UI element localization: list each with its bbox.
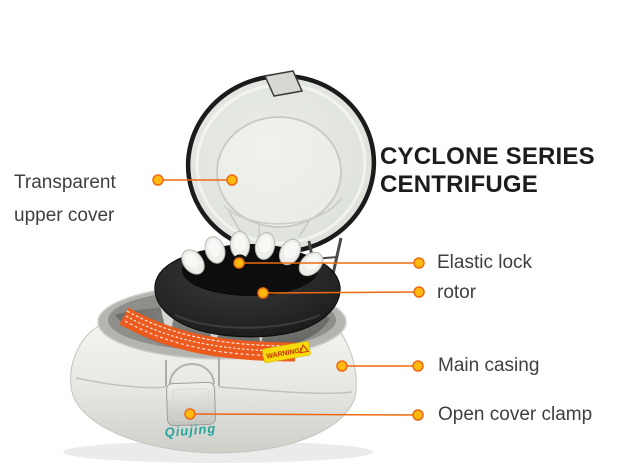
annotation-dot — [412, 409, 424, 421]
annotation-dot — [412, 360, 424, 372]
rotor-tubes — [181, 231, 324, 277]
annotation-dot — [257, 287, 269, 299]
annotation-dot — [226, 174, 238, 186]
annotation-dot — [184, 408, 196, 420]
cover-tab — [263, 70, 304, 97]
leader-lines — [152, 174, 425, 421]
brand-logo: Qiujing — [164, 421, 217, 440]
annotation-dot — [413, 286, 425, 298]
label-main-casing: Main casing — [438, 355, 540, 376]
warning-sticker: WARNING! — [262, 341, 311, 364]
annotation-dot — [336, 360, 348, 372]
transparent-upper-cover — [185, 70, 377, 255]
warning-triangle-icon — [299, 344, 310, 354]
annotation-dot — [413, 257, 425, 269]
open-cover-clamp — [75, 358, 353, 427]
annotation-dot — [233, 257, 245, 269]
leader-elastic-lock — [233, 257, 425, 269]
leader-rotor — [257, 286, 425, 299]
leader-main-casing — [336, 360, 424, 372]
label-rotor: rotor — [437, 282, 477, 303]
annotation-dot — [152, 174, 164, 186]
leader-open-cover-clamp — [184, 408, 424, 421]
label-transparent-upper-cover: Transparent upper cover — [14, 172, 116, 226]
product-title: CYCLONE SERIES CENTRIFUGE — [380, 143, 595, 199]
title-line-2: CENTRIFUGE — [380, 171, 538, 198]
label-open-cover-clamp: Open cover clamp — [438, 404, 593, 425]
label-elastic-lock: Elastic lock — [437, 252, 533, 273]
leader-upper-cover — [152, 174, 238, 186]
title-line-1: CYCLONE SERIES — [380, 143, 595, 170]
